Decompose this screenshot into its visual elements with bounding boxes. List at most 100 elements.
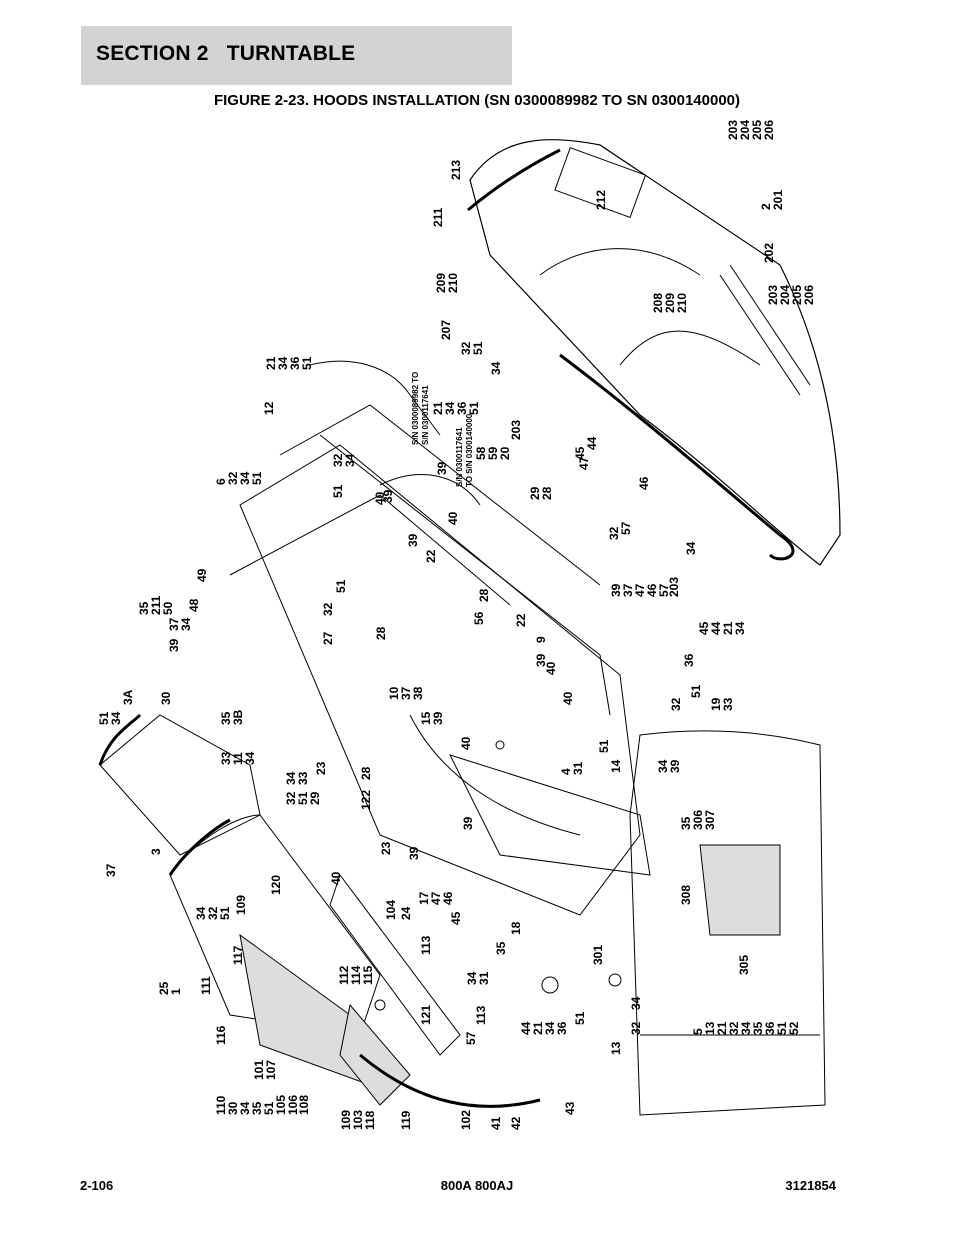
- callout: 32: [669, 697, 683, 711]
- callout: 44: [585, 436, 599, 450]
- callout: 28: [477, 588, 491, 602]
- callout: 13: [609, 1041, 623, 1055]
- callout: 207: [439, 320, 453, 340]
- callout: 35: [494, 941, 508, 955]
- section-header-box: [81, 26, 512, 85]
- callout: 28: [540, 486, 554, 500]
- callout: 35: [751, 1021, 765, 1035]
- callout: 112: [337, 965, 351, 985]
- callout: 5: [691, 1028, 705, 1035]
- callout: 39: [435, 461, 449, 475]
- callout: 113: [474, 1005, 488, 1025]
- callout: 209: [434, 273, 448, 293]
- callout: 35: [679, 816, 693, 830]
- callout: 41: [489, 1116, 503, 1130]
- callout: 40: [446, 511, 460, 525]
- callout: 51: [331, 484, 345, 498]
- callout: 211: [149, 595, 163, 615]
- callout: 21: [431, 401, 445, 415]
- callout: 206: [762, 120, 776, 140]
- callout: 210: [675, 293, 689, 313]
- callout: 39: [381, 489, 395, 503]
- callout: 47: [429, 891, 443, 905]
- callout: 305: [737, 955, 751, 975]
- callout: 32: [459, 341, 473, 355]
- callout: 28: [374, 626, 388, 640]
- callout: 51: [471, 341, 485, 355]
- callout: 59: [486, 446, 500, 460]
- callout: 110: [214, 1095, 228, 1115]
- callout: 32: [321, 602, 335, 616]
- callout: 32: [206, 906, 220, 920]
- callout: 104: [384, 900, 398, 920]
- callout: 203: [766, 285, 780, 305]
- callout-serial: S/N 0300089982 TO: [411, 372, 420, 445]
- callout: 211: [431, 207, 445, 227]
- callout: 14: [609, 759, 623, 773]
- callout: 36: [555, 1021, 569, 1035]
- callout: 27: [321, 631, 335, 645]
- callout: 51: [250, 471, 264, 485]
- callout: 31: [571, 761, 585, 775]
- callout: 35: [219, 711, 233, 725]
- callout: 116: [214, 1025, 228, 1045]
- callout: 36: [682, 653, 696, 667]
- callout: 102: [459, 1110, 473, 1130]
- callout: 34: [238, 1101, 252, 1115]
- callout: 32: [284, 791, 298, 805]
- callout: 6: [214, 478, 228, 485]
- callout: 39: [431, 711, 445, 725]
- callout: 203: [509, 420, 523, 440]
- callout: 208: [651, 293, 665, 313]
- callout: 107: [264, 1060, 278, 1080]
- callout: 3: [149, 848, 163, 855]
- callout: 33: [721, 697, 735, 711]
- callout: 121: [419, 1005, 433, 1025]
- callout: 24: [399, 906, 413, 920]
- callout: 44: [709, 621, 723, 635]
- callout: 44: [519, 1021, 533, 1035]
- callout: 202: [762, 243, 776, 263]
- callout: 25: [157, 981, 171, 995]
- callout: 34: [443, 401, 457, 415]
- callout: 101: [252, 1060, 266, 1080]
- callout: 17: [417, 891, 431, 905]
- callout: 4: [559, 768, 573, 775]
- callout: 3A: [121, 689, 135, 705]
- callout: 51: [775, 1021, 789, 1035]
- callout: 36: [455, 401, 469, 415]
- callout: 46: [637, 476, 651, 490]
- callout: 33: [296, 771, 310, 785]
- callout: 34: [276, 356, 290, 370]
- callout: 40: [544, 661, 558, 675]
- callout: 23: [314, 761, 328, 775]
- callout: 34: [489, 361, 503, 375]
- exploded-parts-diagram: 203 204 205 206 213 212 2 201 202 211 20…: [80, 115, 880, 1175]
- callout: 51: [334, 579, 348, 593]
- callout: 209: [663, 293, 677, 313]
- callout: 122: [359, 790, 373, 810]
- callout: 34: [739, 1021, 753, 1035]
- callout: 51: [467, 401, 481, 415]
- callout: 18: [509, 921, 523, 935]
- callout: 3B: [231, 709, 245, 725]
- callout: 119: [399, 1110, 413, 1130]
- callout: 45: [573, 446, 587, 460]
- callout: 39: [534, 653, 548, 667]
- callout: 51: [262, 1101, 276, 1115]
- callout: 47: [577, 456, 591, 470]
- callout: 57: [657, 583, 671, 597]
- callout: 34: [243, 751, 257, 765]
- callout: 47: [633, 583, 647, 597]
- section-title: SECTION 2 TURNTABLE: [96, 42, 356, 65]
- callout: 111: [199, 976, 213, 995]
- callout-serial: S/N 0300117641: [455, 427, 464, 487]
- callout: 201: [771, 190, 785, 210]
- callout: 34: [343, 453, 357, 467]
- callout: 29: [308, 791, 322, 805]
- callout-serial: TO S/N 0300140000: [465, 413, 474, 487]
- callout: 212: [594, 190, 608, 210]
- callout: 32: [607, 526, 621, 540]
- callout: 1: [169, 988, 183, 995]
- callout: 40: [329, 871, 343, 885]
